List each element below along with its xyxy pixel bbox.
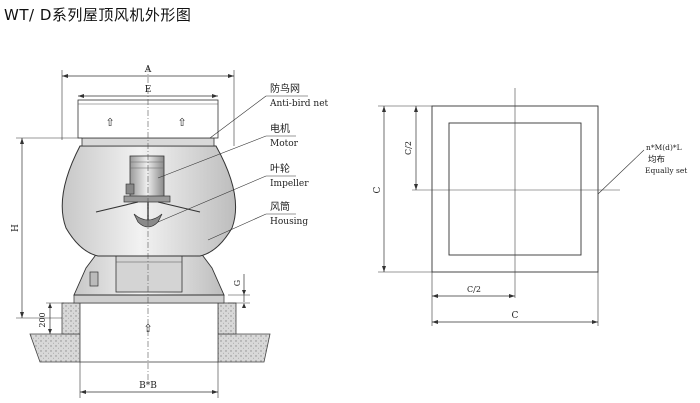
dim-E: E xyxy=(145,85,152,95)
airflow-arrow-right: ⇧ xyxy=(177,116,186,129)
airflow-arrow-base: ⇧ xyxy=(143,322,152,335)
label-housing-cn: 风筒 xyxy=(270,200,290,213)
base-box xyxy=(79,302,219,363)
dim-C-bottom: C xyxy=(512,311,519,321)
dim-G: G xyxy=(233,280,242,286)
label-equal-cn: 均布 xyxy=(648,154,665,165)
airflow-arrow-left: ⇧ xyxy=(105,116,114,129)
label-anti-bird-en: Anti-bird net xyxy=(269,99,329,109)
fan-side-view: ⇧ ⇧ ⇧ A E H 200 G xyxy=(11,65,329,398)
motor-body xyxy=(129,155,165,199)
label-anti-bird-cn: 防鸟网 xyxy=(270,82,300,95)
label-housing-en: Housing xyxy=(270,217,308,227)
label-impeller-en: Impeller xyxy=(270,179,309,189)
side-box xyxy=(89,271,99,287)
roof-slab xyxy=(29,333,81,363)
label-equal-en: Equally set xyxy=(645,166,687,175)
dim-C-left: C xyxy=(373,186,383,193)
motor-base xyxy=(123,195,171,203)
label-impeller-cn: 叶轮 xyxy=(270,162,290,175)
dim-A: A xyxy=(144,65,152,75)
label-motor-en: Motor xyxy=(270,139,299,149)
dim-C-half-bottom: C/2 xyxy=(467,285,481,294)
dim-C-half-left: C/2 xyxy=(404,141,413,155)
dim-BB: B*B xyxy=(139,381,157,391)
dim-H: H xyxy=(11,224,21,232)
base-plan-view: C C/2 C/2 C n*M(d)*L 均布 Equally set xyxy=(373,88,687,326)
label-bolt-spec: n*M(d)*L xyxy=(646,143,682,152)
curb-left xyxy=(61,302,81,335)
dim-200: 200 xyxy=(38,312,47,327)
curb-right xyxy=(217,302,237,335)
base-flange xyxy=(73,294,225,304)
motor-box xyxy=(125,183,135,195)
roof-slab-right xyxy=(217,333,271,363)
diagram-title: WT/ D系列屋顶风机外形图 xyxy=(4,6,192,24)
label-motor-cn: 电机 xyxy=(270,122,290,135)
